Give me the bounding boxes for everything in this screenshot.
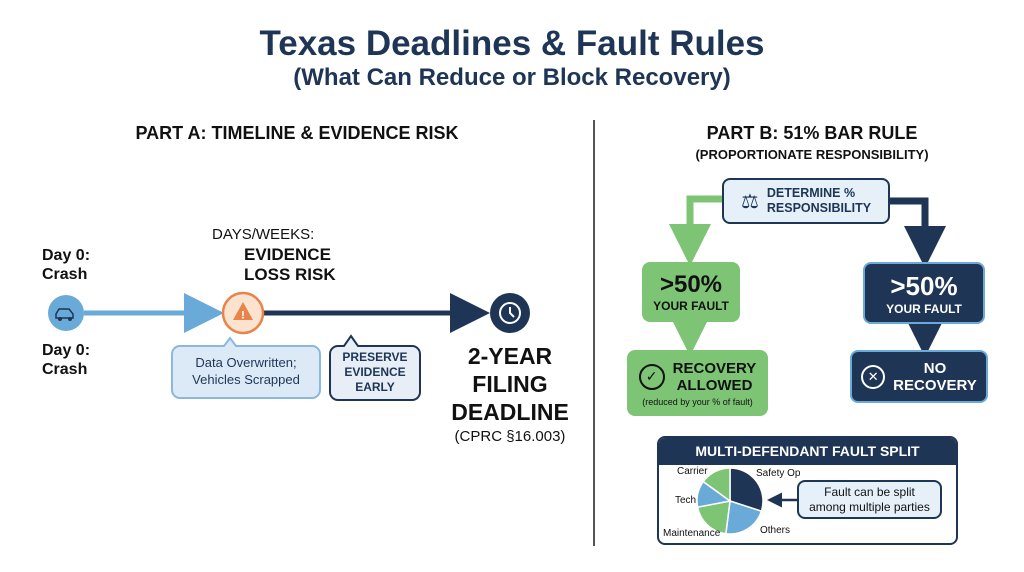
determine-line: DETERMINE % <box>766 186 856 200</box>
crash-label-bottom: Day 0: Crash <box>42 341 90 379</box>
split-note-line: among multiple parties <box>809 499 930 514</box>
fault-over-threshold-box: >50% YOUR FAULT <box>863 262 985 324</box>
pie-label: Others <box>760 525 791 536</box>
determine-line: RESPONSIBILITY <box>766 201 872 215</box>
recovery-line: ALLOWED <box>676 376 753 394</box>
scales-icon: ⚖ <box>740 190 759 213</box>
split-note-line: Fault can be split <box>824 484 915 499</box>
deadline-line: FILING <box>472 371 548 397</box>
recovery-allowed-box: ✓ RECOVERY ALLOWED (reduced by your % of… <box>627 350 768 416</box>
risk-title-line: LOSS RISK <box>244 265 336 284</box>
pie-label: Carrier <box>677 466 708 477</box>
crash-day: Day 0: <box>42 247 91 264</box>
fault-split-panel: MULTI-DEFENDANT FAULT SPLIT <box>657 436 958 545</box>
check-circle-icon: ✓ <box>638 363 665 390</box>
no-recovery-box: ✕ NO RECOVERY <box>850 350 988 403</box>
determine-responsibility-box: ⚖ DETERMINE % RESPONSIBILITY <box>722 178 890 224</box>
pie-label: Tech <box>675 495 697 506</box>
no-recovery-line: RECOVERY <box>893 376 977 394</box>
risk-title: EVIDENCE LOSS RISK <box>244 245 336 285</box>
recovery-line: RECOVERY <box>672 359 757 377</box>
pie-slice-maintenance <box>696 500 731 535</box>
warning-icon: ! <box>221 291 265 335</box>
deadline-line: DEADLINE <box>451 399 569 425</box>
page-subtitle: (What Can Reduce or Block Recovery) <box>293 64 731 91</box>
risk-title-line: EVIDENCE <box>244 245 331 264</box>
pie-label: Maintenance <box>663 528 721 539</box>
part-b-heading: PART B: 51% BAR RULE <box>706 123 918 143</box>
navy-flow-arrow <box>890 197 946 268</box>
fault-split-title: MULTI-DEFENDANT FAULT SPLIT <box>659 438 956 465</box>
split-note-box: Fault can be split among multiple partie… <box>797 480 942 519</box>
divider <box>593 120 595 546</box>
crash-event: Crash <box>42 266 88 283</box>
crash-day: Day 0: <box>42 342 91 359</box>
fault-percent: >50% <box>659 271 723 298</box>
callout-loss-shape <box>171 336 321 399</box>
fault-label: YOUR FAULT <box>653 299 729 313</box>
clock-icon <box>490 293 530 333</box>
callout-line: Vehicles Scrapped <box>192 372 300 387</box>
page-title: Texas Deadlines & Fault Rules <box>259 24 765 63</box>
deadline-line: 2-YEAR <box>467 343 553 369</box>
crash-event: Crash <box>42 361 88 378</box>
pie-slice-safety-op <box>729 467 764 513</box>
no-recovery-line: NO <box>923 359 947 377</box>
filing-deadline: 2-YEAR FILING DEADLINE <box>440 342 580 426</box>
fault-percent: >50% <box>890 270 958 301</box>
x-circle-icon: ✕ <box>861 364 886 389</box>
callout-line: Data Overwritten; <box>195 355 297 370</box>
callout-line: EVIDENCE <box>344 365 406 379</box>
risk-timeframe: DAYS/WEEKS: <box>212 226 315 243</box>
recovery-note: (reduced by your % of fault) <box>642 396 753 407</box>
callout-line: EARLY <box>355 380 395 394</box>
green-flow-arrow <box>669 195 722 266</box>
fault-under-threshold-box: >50% YOUR FAULT <box>642 262 740 322</box>
part-a-heading: PART A: TIMELINE & EVIDENCE RISK <box>135 123 459 143</box>
car-crash-icon <box>48 295 84 331</box>
pie-slice-others <box>725 500 763 535</box>
pie-slice-carrier <box>702 467 731 503</box>
pie-label: Safety Op <box>756 468 801 479</box>
callout-preserve-shape <box>329 334 421 401</box>
callout-line: PRESERVE <box>342 350 408 364</box>
statute-citation: (CPRC §16.003) <box>454 428 566 445</box>
preserve-evidence-callout: PRESERVE EVIDENCE EARLY <box>330 350 420 395</box>
svg-text:!: ! <box>241 310 245 322</box>
part-b-subheading: (PROPORTIONATE RESPONSIBILITY) <box>695 147 929 162</box>
fault-label: YOUR FAULT <box>886 301 962 316</box>
fault-split-pie <box>696 467 764 535</box>
evidence-loss-callout: Data Overwritten; Vehicles Scrapped <box>172 354 320 388</box>
crash-label-top: Day 0: Crash <box>42 246 90 284</box>
